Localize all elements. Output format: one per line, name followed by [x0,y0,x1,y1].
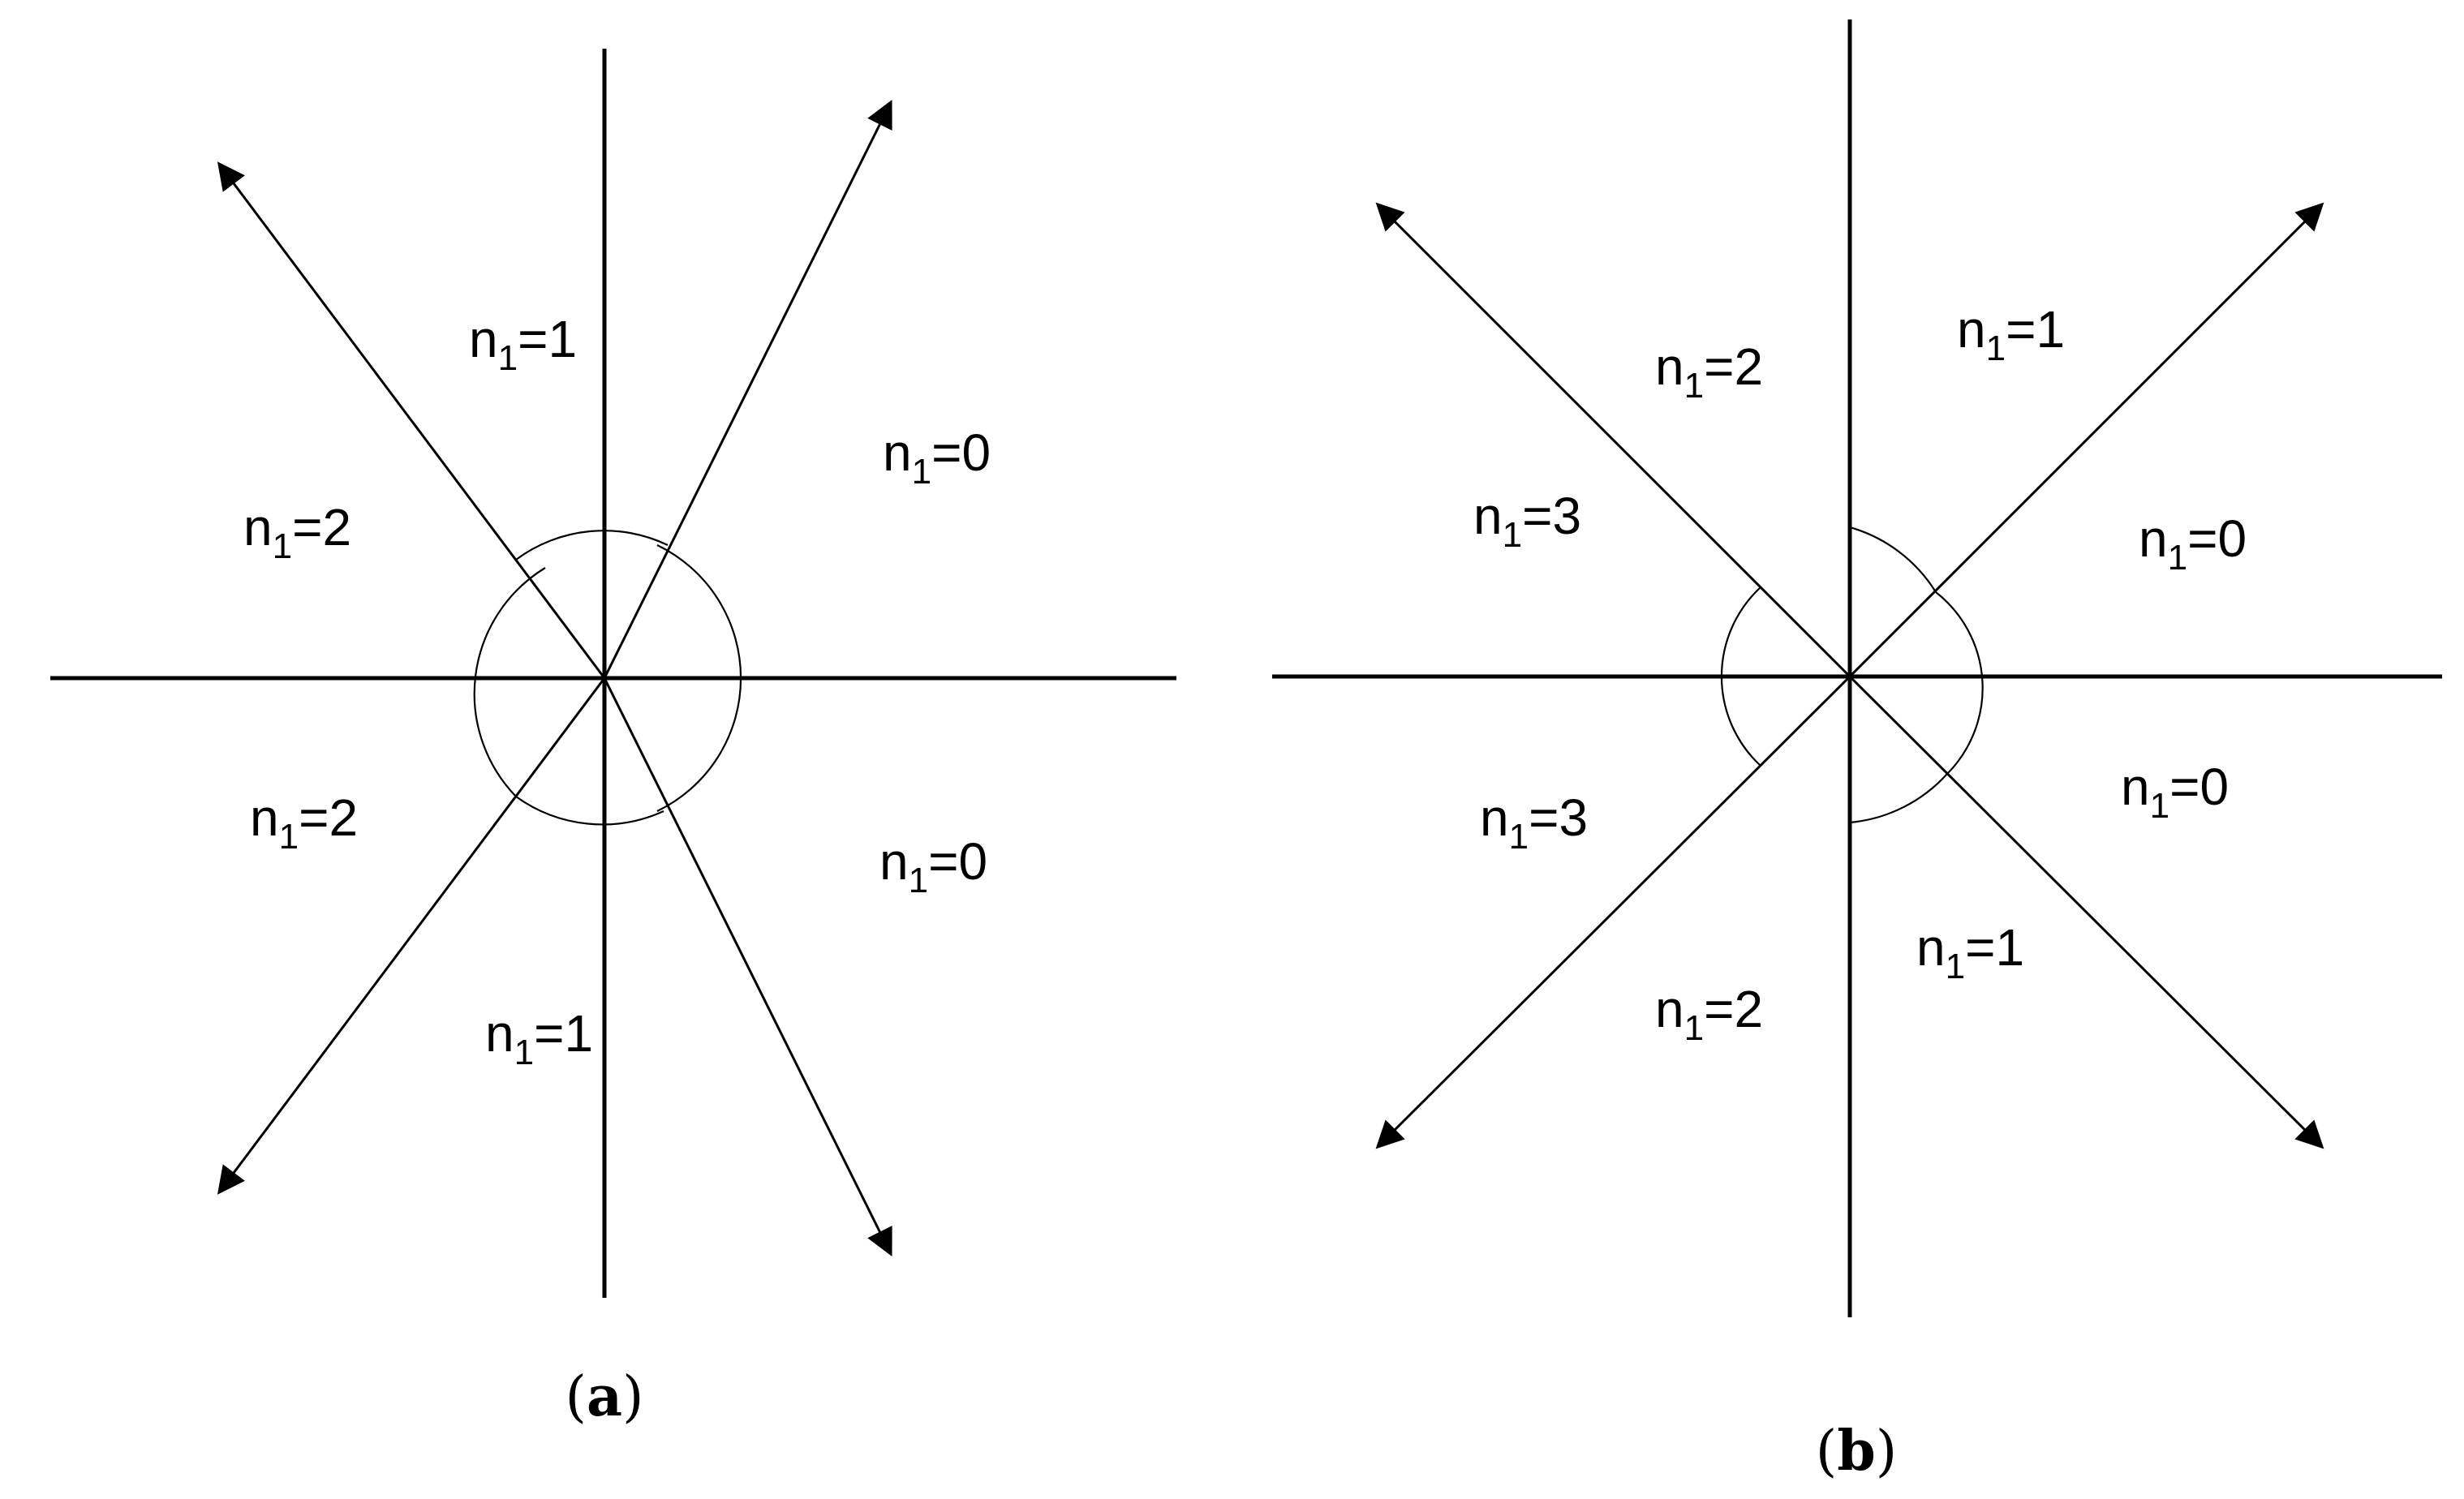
panel-b-label-left-lower: n1=3 [1480,788,1588,857]
panel-b-angle-arc-left [1720,586,1761,767]
panel-a-angle-arc-left [473,567,546,797]
panel-b-label-top-right: n1=1 [1957,300,2065,368]
panel-a-label-upper-left: n1=2 [243,498,351,566]
panel-b-label-left-upper: n1=3 [1473,487,1581,555]
panel-b-caption: (b) [1816,1419,1898,1484]
panel-a-label-top: n1=1 [469,310,577,378]
panel-a: n1=1 n1=0 n1=2 n1=2 n1=0 n1=1 (a) [50,49,1176,1429]
panel-a-arrow-lower-left [217,677,606,1195]
panel-b-arrow-lower-right [1848,675,2324,1149]
panel-a-caption: (a) [565,1364,643,1429]
panel-b-angle-arc-right [1935,591,1984,775]
panel-b-arrow-upper-right [1848,202,2324,678]
panel-a-angle-arc-right [656,544,742,812]
panel-b-label-bottom-left: n1=2 [1655,980,1763,1048]
panel-b-angle-arc-top-right [1849,526,1937,593]
panel-a-label-lower-left: n1=2 [250,788,358,857]
panel-a-angle-arc-bottom [515,796,664,826]
panel-b-arrow-upper-left [1375,202,1851,678]
panel-a-label-upper-right: n1=0 [883,423,991,492]
panel-b-label-right-upper: n1=0 [2139,509,2247,578]
panel-b-label-top-left: n1=2 [1655,337,1763,406]
panel-a-angle-arc-top [515,530,669,561]
panel-b-label-bottom-right: n1=1 [1916,918,2024,986]
panel-a-label-lower-right: n1=0 [879,832,987,900]
panel-b-label-right-lower: n1=0 [2121,758,2229,826]
panel-b-arrow-lower-left [1375,675,1851,1149]
panel-a-label-bottom: n1=1 [485,1004,593,1072]
panel-b-angle-arc-bottom-right [1849,773,1948,824]
panel-a-arrow-upper-left [217,161,606,679]
panel-a-arrow-lower-right [603,677,892,1257]
panel-a-arrow-upper-right [603,99,892,679]
panel-b: n1=1 n1=2 n1=3 n1=0 n1=0 n1=3 n1=1 n1=2 … [1272,19,2442,1484]
